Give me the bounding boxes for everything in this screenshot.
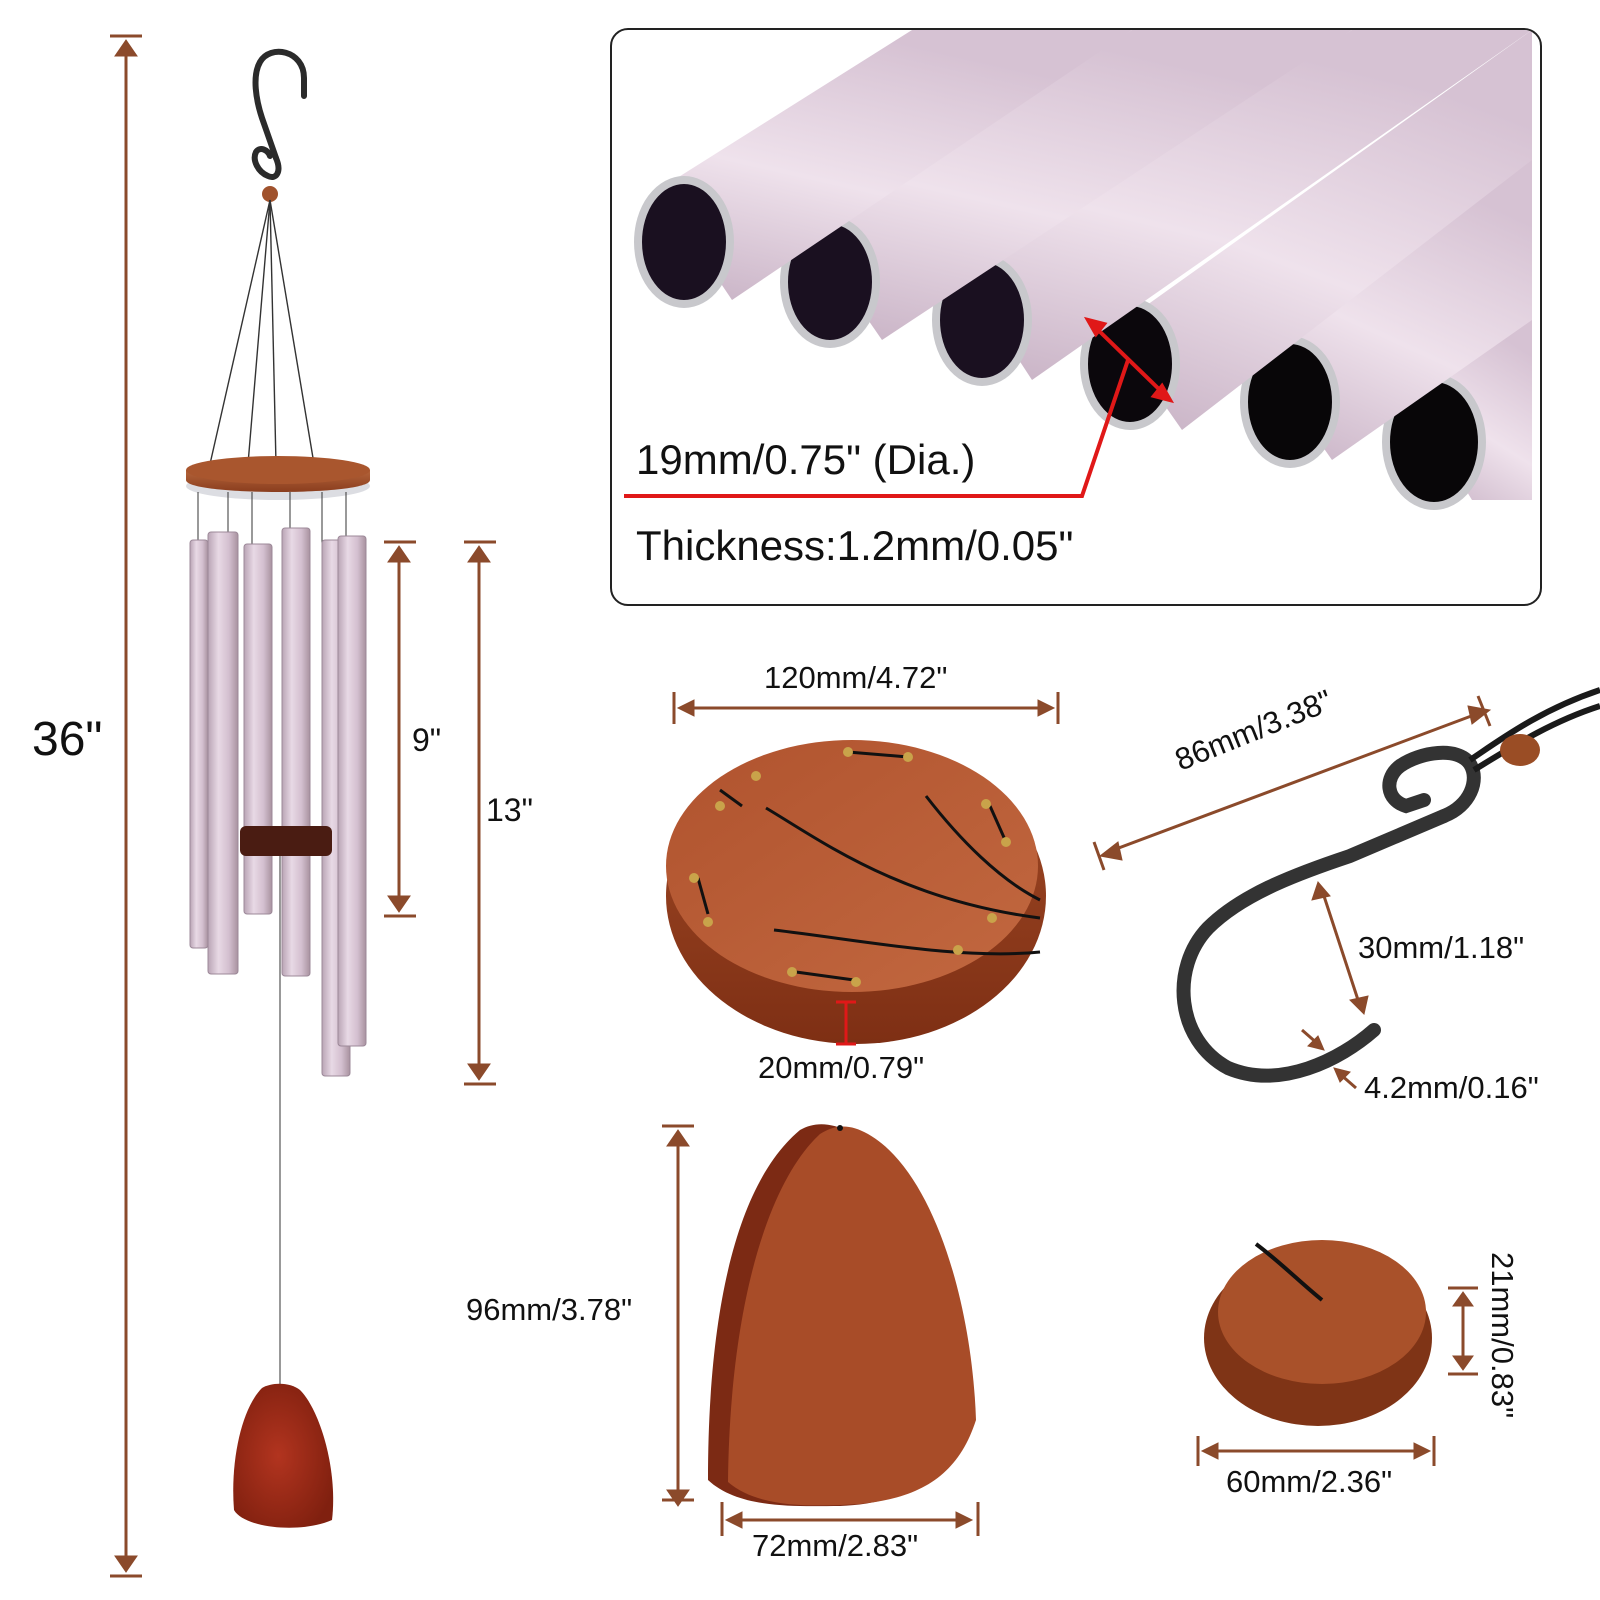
- striker-disk-icon: [240, 826, 332, 856]
- striker-height-label: 21mm/0.83": [1485, 1252, 1520, 1419]
- bead-icon: [262, 186, 278, 202]
- striker-width-dimension: [1196, 1436, 1436, 1466]
- tube-thickness-label: Thickness:1.2mm/0.05": [636, 522, 1074, 569]
- ring-thickness-marker-icon: [836, 1000, 856, 1046]
- long-tube-dimension: [464, 540, 496, 1086]
- short-tube-length-label: 9": [412, 722, 442, 758]
- sail-icon: [233, 1383, 334, 1528]
- tube-closeup-illustration: [624, 30, 1532, 510]
- total-length-dimension: [110, 34, 142, 1578]
- chime-tubes-bodies: [189, 527, 367, 1077]
- tube-6: [1382, 310, 1532, 510]
- wind-chime-overview: [110, 34, 496, 1578]
- tube-diameter-label: 19mm/0.75" (Dia.): [636, 436, 976, 483]
- sail-height-dimension: [662, 1124, 694, 1507]
- total-length-label: 36": [32, 713, 103, 766]
- hook-cord: [1468, 687, 1600, 773]
- top-ring-icon: [186, 456, 370, 500]
- tube-2: [780, 30, 1352, 348]
- long-tube-length-label: 13": [486, 792, 533, 828]
- hook-opening-label: 30mm/1.18": [1358, 930, 1525, 965]
- tube-5: [1240, 150, 1532, 468]
- hook-length-label: 86mm/3.38": [1170, 682, 1338, 778]
- ring-diameter-label: 120mm/4.72": [764, 660, 948, 695]
- striker-height-dimension: [1448, 1286, 1478, 1376]
- hook-detail-icon: [1176, 745, 1481, 1083]
- sail-height-label: 96mm/3.78": [466, 1292, 633, 1327]
- hook-wire-label: 4.2mm/0.16": [1364, 1070, 1539, 1105]
- hook-wire-dimension: [1301, 1028, 1357, 1090]
- ring-width-dimension: [672, 692, 1060, 724]
- wooden-ring-icon: [666, 740, 1046, 1046]
- ring-thickness-label: 20mm/0.79": [758, 1050, 925, 1085]
- diameter-arrow-icon: [624, 316, 1175, 498]
- striker-width-label: 60mm/2.36": [1226, 1464, 1393, 1499]
- sail-detail-icon: [708, 1124, 976, 1507]
- s-hook-icon: [251, 48, 307, 180]
- hook-bead-icon: [1500, 734, 1540, 766]
- striker-detail-icon: [1204, 1240, 1432, 1426]
- tube-detail-panel: [610, 28, 1542, 606]
- tube-1: [634, 30, 1132, 308]
- short-tube-dimension: [384, 540, 416, 918]
- hanging-strings: [209, 199, 315, 465]
- sail-width-label: 72mm/2.83": [752, 1528, 919, 1563]
